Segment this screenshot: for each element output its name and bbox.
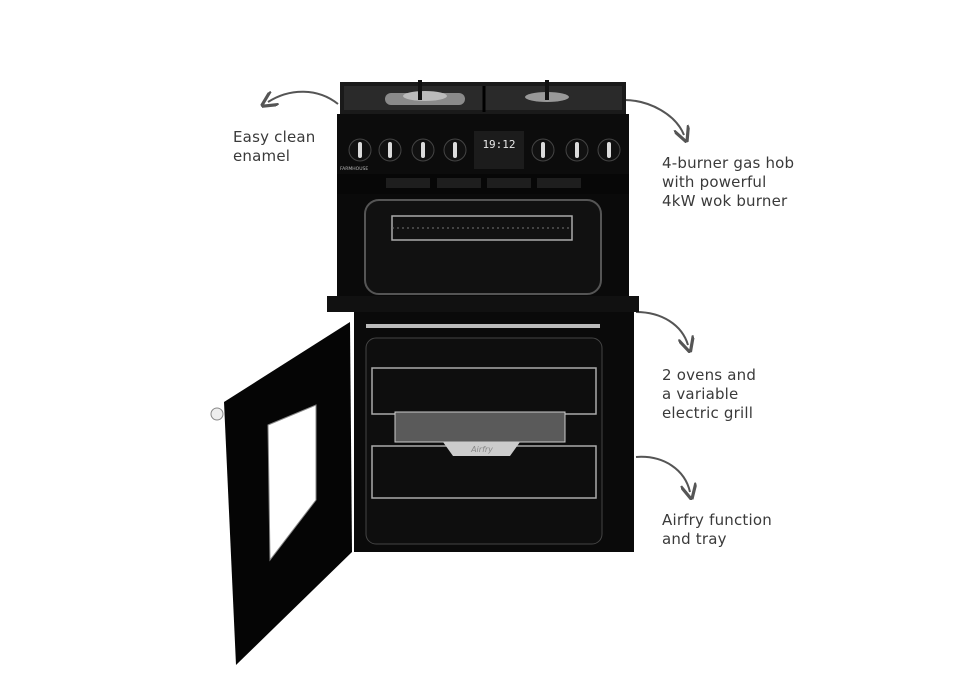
callout-line: 4kW wok burner [662,192,788,210]
arrow-airfry [635,455,690,492]
clock-time: 19:12 [482,138,515,151]
lower-oven: Airfry [354,312,634,552]
airfry-tray [394,411,566,443]
brand-label: FARMHOUSE [340,166,368,172]
callout-line: and tray [662,530,727,548]
open-oven-door [210,322,352,665]
callout-line: a variable [662,385,739,403]
callout-airfry: Airfry function and tray [662,511,772,549]
callout-gas-hob: 4-burner gas hob with powerful 4kW wok b… [662,154,794,211]
callout-line: 4-burner gas hob [662,154,795,172]
callout-line: electric grill [662,404,754,422]
arrow-hob [623,99,684,135]
top-oven [337,194,629,300]
callout-line: with powerful [662,173,767,191]
tray-label: Airfry [470,445,493,454]
gas-hob [340,80,626,118]
callout-ovens-grill: 2 ovens and a variable electric grill [662,366,756,423]
callout-line: 2 ovens and [662,366,757,384]
callout-line: Easy clean [233,128,316,146]
control-panel: 19:12 FARMHOUSE [337,114,629,174]
arrow-ovens [635,311,688,345]
clock-display [474,131,524,169]
callout-easy-clean-enamel: Easy clean enamel [233,128,315,166]
callout-line: enamel [233,147,291,165]
callout-line: Airfry function [662,511,772,529]
arrow-enamel [268,90,339,104]
